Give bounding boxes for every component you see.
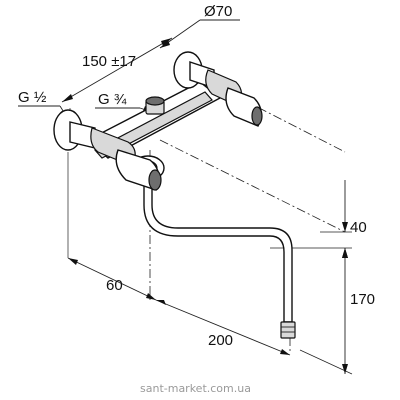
- offset-label: 60: [106, 277, 123, 294]
- spout-pipe: [143, 179, 293, 323]
- depth-arrow-top: [342, 222, 348, 232]
- spout-height-label: 170: [350, 291, 375, 308]
- watermark-text: sant-market.com.ua: [140, 382, 251, 395]
- spout-height-arrow-bottom: [342, 364, 348, 374]
- diameter-label: Ø70: [204, 3, 232, 20]
- depth-label: 40: [350, 219, 367, 236]
- right-handle-cap: [251, 106, 263, 126]
- spout-length-label: 200: [208, 332, 233, 349]
- outlet-nut-top: [145, 96, 165, 106]
- spout-length-arrow-right: [280, 349, 290, 355]
- thread-inlet-label: G ½: [18, 89, 47, 106]
- spout-length-dimension-line: [155, 299, 291, 356]
- offset-dimension-line: [67, 257, 157, 301]
- floor-extension-line: [299, 349, 353, 375]
- spacing-label: 150 ±17: [82, 53, 136, 70]
- spout-aerator: [280, 321, 296, 339]
- offset-arrow-right: [146, 293, 156, 300]
- thread-outlet-label: G ¾: [98, 91, 127, 108]
- spacing-arrow-left: [62, 94, 73, 102]
- spacing-dimension-line: [61, 37, 173, 103]
- depth-arrow-bottom: [342, 248, 348, 258]
- spacing-arrow-right: [161, 38, 172, 46]
- spout-length-arrow-left: [156, 300, 166, 305]
- horizontal-axis-line: [159, 139, 346, 233]
- left-handle-cap: [148, 169, 162, 191]
- offset-arrow-left: [68, 258, 78, 265]
